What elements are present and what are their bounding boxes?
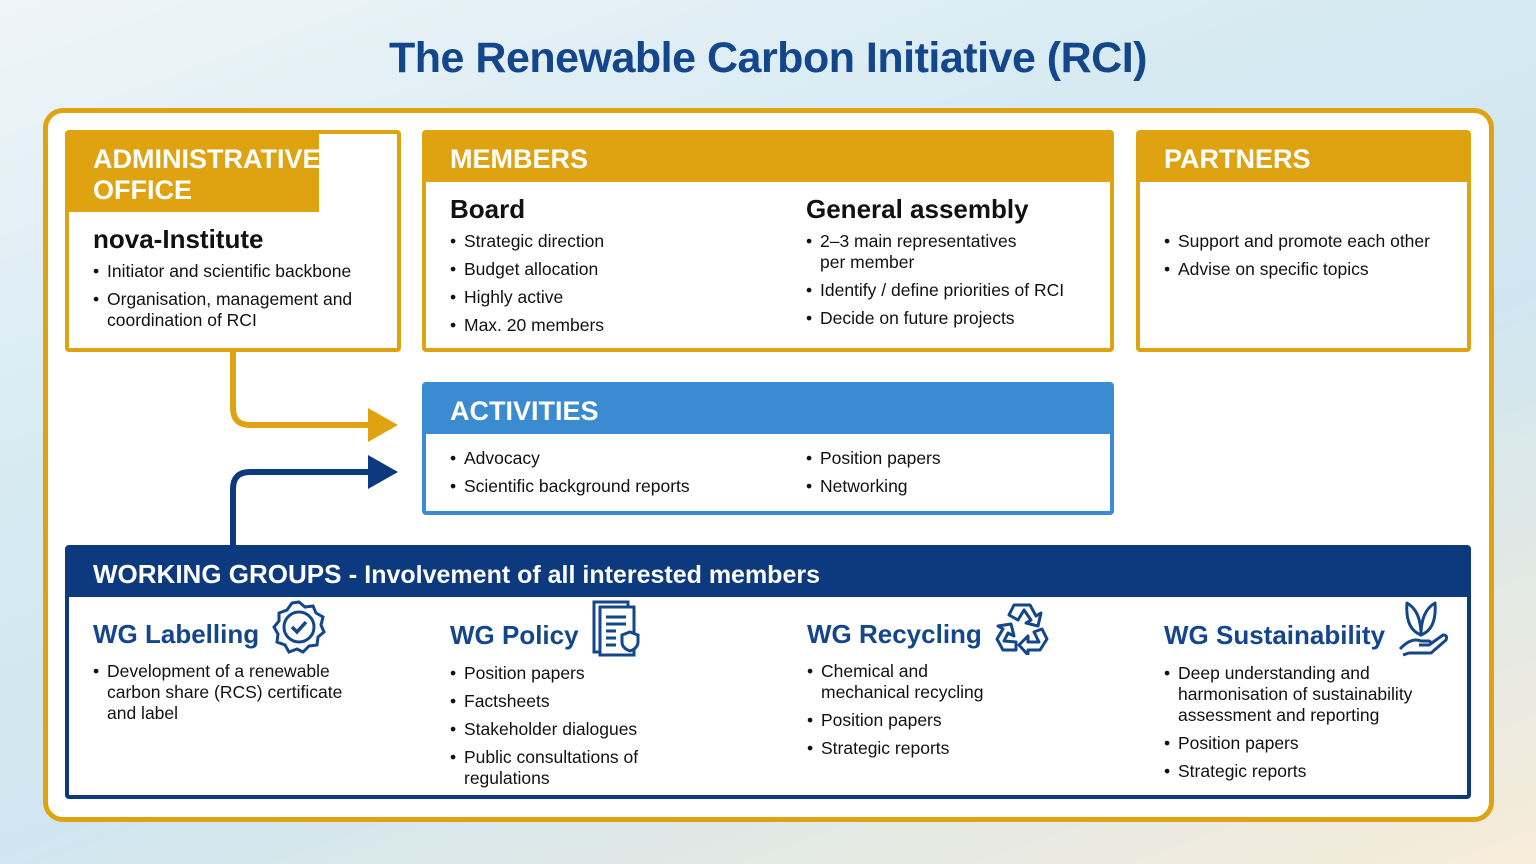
- wg-title: WG Recycling: [807, 618, 982, 649]
- list-item: Position papers: [806, 448, 941, 469]
- navy-arrowhead: [368, 455, 398, 489]
- wg-header: WORKING GROUPS - Involvement of all inte…: [69, 549, 1467, 597]
- list-item: Public consultations of regulations: [450, 747, 650, 789]
- recycle-icon: [995, 603, 1049, 655]
- page-title: The Renewable Carbon Initiative (RCI): [389, 34, 1148, 82]
- list-item: Advocacy: [450, 448, 690, 469]
- list-item: Position papers: [1164, 733, 1464, 754]
- wg-header-bold: WORKING GROUPS -: [93, 559, 358, 589]
- hand-leaf-icon: [1398, 601, 1449, 657]
- list-item: Chemical and mechanical recycling: [807, 661, 1007, 703]
- list-item: Identify / define priorities of RCI: [806, 280, 1106, 301]
- document-shield-icon: [592, 600, 640, 657]
- wg-header-rest: Involvement of all interested members: [357, 561, 820, 589]
- list-item: Support and promote each other: [1164, 231, 1467, 252]
- wg-to-activities-arrow: [230, 469, 372, 546]
- wg-title: WG Labelling: [93, 618, 260, 649]
- list-item: Stakeholder dialogues: [450, 719, 750, 740]
- assembly-section: General assembly 2–3 main representative…: [806, 194, 1106, 336]
- badge-check-icon: [272, 600, 326, 654]
- list-item: Highly active: [450, 287, 604, 308]
- list-item: Strategic direction: [450, 231, 604, 252]
- list-item: Strategic reports: [1164, 761, 1464, 782]
- members-box: MEMBERS Board Strategic directionBudget …: [422, 130, 1114, 352]
- activities-box: ACTIVITIES AdvocacyScientific background…: [422, 382, 1114, 515]
- wg-labelling: WG Labelling Development of a renewable …: [93, 600, 393, 731]
- list-item: Networking: [806, 476, 941, 497]
- partners-box: PARTNERS Support and promote each otherA…: [1136, 130, 1471, 352]
- list-item: Initiator and scientific backbone: [93, 261, 397, 282]
- list-item: Position papers: [807, 710, 1107, 731]
- list-item: 2–3 main representatives per member: [806, 231, 1046, 273]
- list-item: Strategic reports: [807, 738, 1107, 759]
- assembly-title: General assembly: [806, 194, 1029, 224]
- list-item: Development of a renewable carbon share …: [93, 661, 363, 724]
- wg-sustainability: WG Sustainability Deep understanding and…: [1164, 601, 1464, 789]
- partners-header: PARTNERS: [1140, 134, 1467, 182]
- list-item: Factsheets: [450, 691, 750, 712]
- admin-header: ADMINISTRATIVE OFFICE: [69, 134, 321, 212]
- wg-recycling: WG Recycling Chemical and mechanical rec…: [807, 603, 1107, 766]
- list-item: Advise on specific topics: [1164, 259, 1467, 280]
- board-section: Board Strategic directionBudget allocati…: [450, 194, 604, 343]
- wg-title: WG Policy: [450, 619, 579, 650]
- gold-arrowhead: [368, 408, 398, 442]
- wg-title: WG Sustainability: [1164, 619, 1386, 650]
- list-item: Position papers: [450, 663, 750, 684]
- list-item: Scientific background reports: [450, 476, 690, 497]
- members-header: MEMBERS: [426, 134, 1110, 182]
- working-groups-box: WORKING GROUPS - Involvement of all inte…: [65, 545, 1471, 799]
- board-title: Board: [450, 194, 526, 224]
- list-item: Max. 20 members: [450, 315, 604, 336]
- list-item: Budget allocation: [450, 259, 604, 280]
- list-item: Deep understanding and harmonisation of …: [1164, 663, 1439, 726]
- admin-subtitle: nova-Institute: [93, 224, 264, 254]
- admin-office-box: ADMINISTRATIVE OFFICE nova-Institute Ini…: [65, 130, 401, 352]
- wg-policy: WG Policy Position papersFactsheetsStake…: [450, 600, 750, 796]
- list-item: Decide on future projects: [806, 308, 1106, 329]
- admin-to-activities-arrow: [230, 352, 372, 428]
- activities-header: ACTIVITIES: [426, 386, 1110, 434]
- list-item: Organisation, management and coordinatio…: [93, 289, 353, 331]
